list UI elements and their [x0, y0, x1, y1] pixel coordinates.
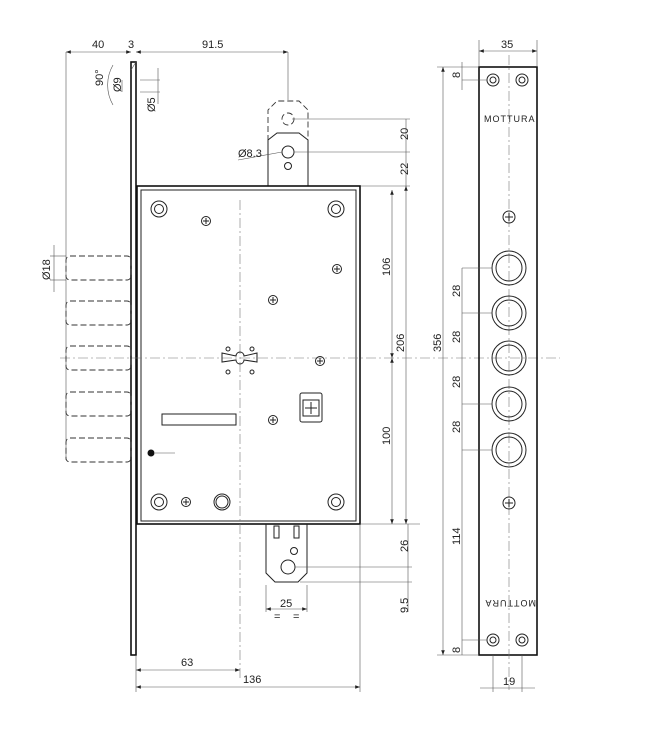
- dim-28-1: 28: [451, 285, 463, 297]
- dim-dia-5: Ø5: [146, 97, 158, 112]
- dim-22: 22: [399, 163, 411, 175]
- dim-206: 206: [395, 334, 407, 352]
- strike-dimensions: 35 356 8 28 28 28 28 114 8 19: [432, 39, 538, 692]
- dim-8-bottom: 8: [451, 647, 463, 653]
- keyhole: [221, 346, 258, 375]
- dim-3: 3: [128, 39, 134, 51]
- cylinder-cam: [299, 392, 323, 423]
- lock-body: [60, 185, 560, 680]
- dim-40: 40: [92, 39, 104, 51]
- dim-28-4: 28: [451, 421, 463, 433]
- dim-91-5: 91.5: [202, 39, 223, 51]
- dim-114: 114: [451, 527, 463, 545]
- dim-63: 63: [181, 657, 193, 669]
- dim-356: 356: [432, 334, 444, 352]
- top-dimensions: 40 3 91.5 90° Ø9 Ø5: [65, 39, 289, 460]
- dim-dia-9: Ø9: [112, 77, 124, 92]
- dim-20: 20: [399, 128, 411, 140]
- dim-dia-8-3: Ø8.3: [238, 148, 262, 160]
- mounting-holes: [150, 200, 345, 511]
- dim-106: 106: [381, 258, 393, 276]
- dim-28-2: 28: [451, 331, 463, 343]
- dim-dia-18: Ø18: [41, 259, 53, 280]
- bottom-dimensions: 63 136: [135, 524, 361, 692]
- brand-label-top: MOTTURA: [484, 114, 536, 124]
- dim-angle-90: 90°: [94, 69, 106, 86]
- equal-mark-right: =: [293, 611, 299, 623]
- dim-8-top: 8: [451, 72, 463, 78]
- body-dimensions: 106 206 100: [360, 186, 420, 525]
- dim-35: 35: [501, 39, 513, 51]
- brand-label-bottom: MOTTURA: [485, 598, 537, 608]
- bolts: Ø18: [41, 245, 132, 463]
- dim-100: 100: [381, 427, 393, 445]
- screws: [181, 216, 342, 507]
- equal-mark-left: =: [274, 611, 280, 623]
- dim-26: 26: [399, 540, 411, 552]
- dim-19: 19: [503, 676, 515, 688]
- slot: [161, 413, 237, 426]
- faceplate: [130, 61, 137, 656]
- dim-25: 25: [280, 598, 292, 610]
- top-latch-tab: Ø8.3 20 22: [237, 100, 411, 187]
- bottom-latch-tab: 26 9.5 25 = =: [265, 524, 412, 623]
- dim-136: 136: [243, 674, 261, 686]
- strike-plate: MOTTURA MOTTURA: [478, 55, 538, 690]
- spindle-dot: [147, 449, 155, 457]
- dim-9-5: 9.5: [399, 598, 411, 613]
- dim-28-3: 28: [451, 376, 463, 388]
